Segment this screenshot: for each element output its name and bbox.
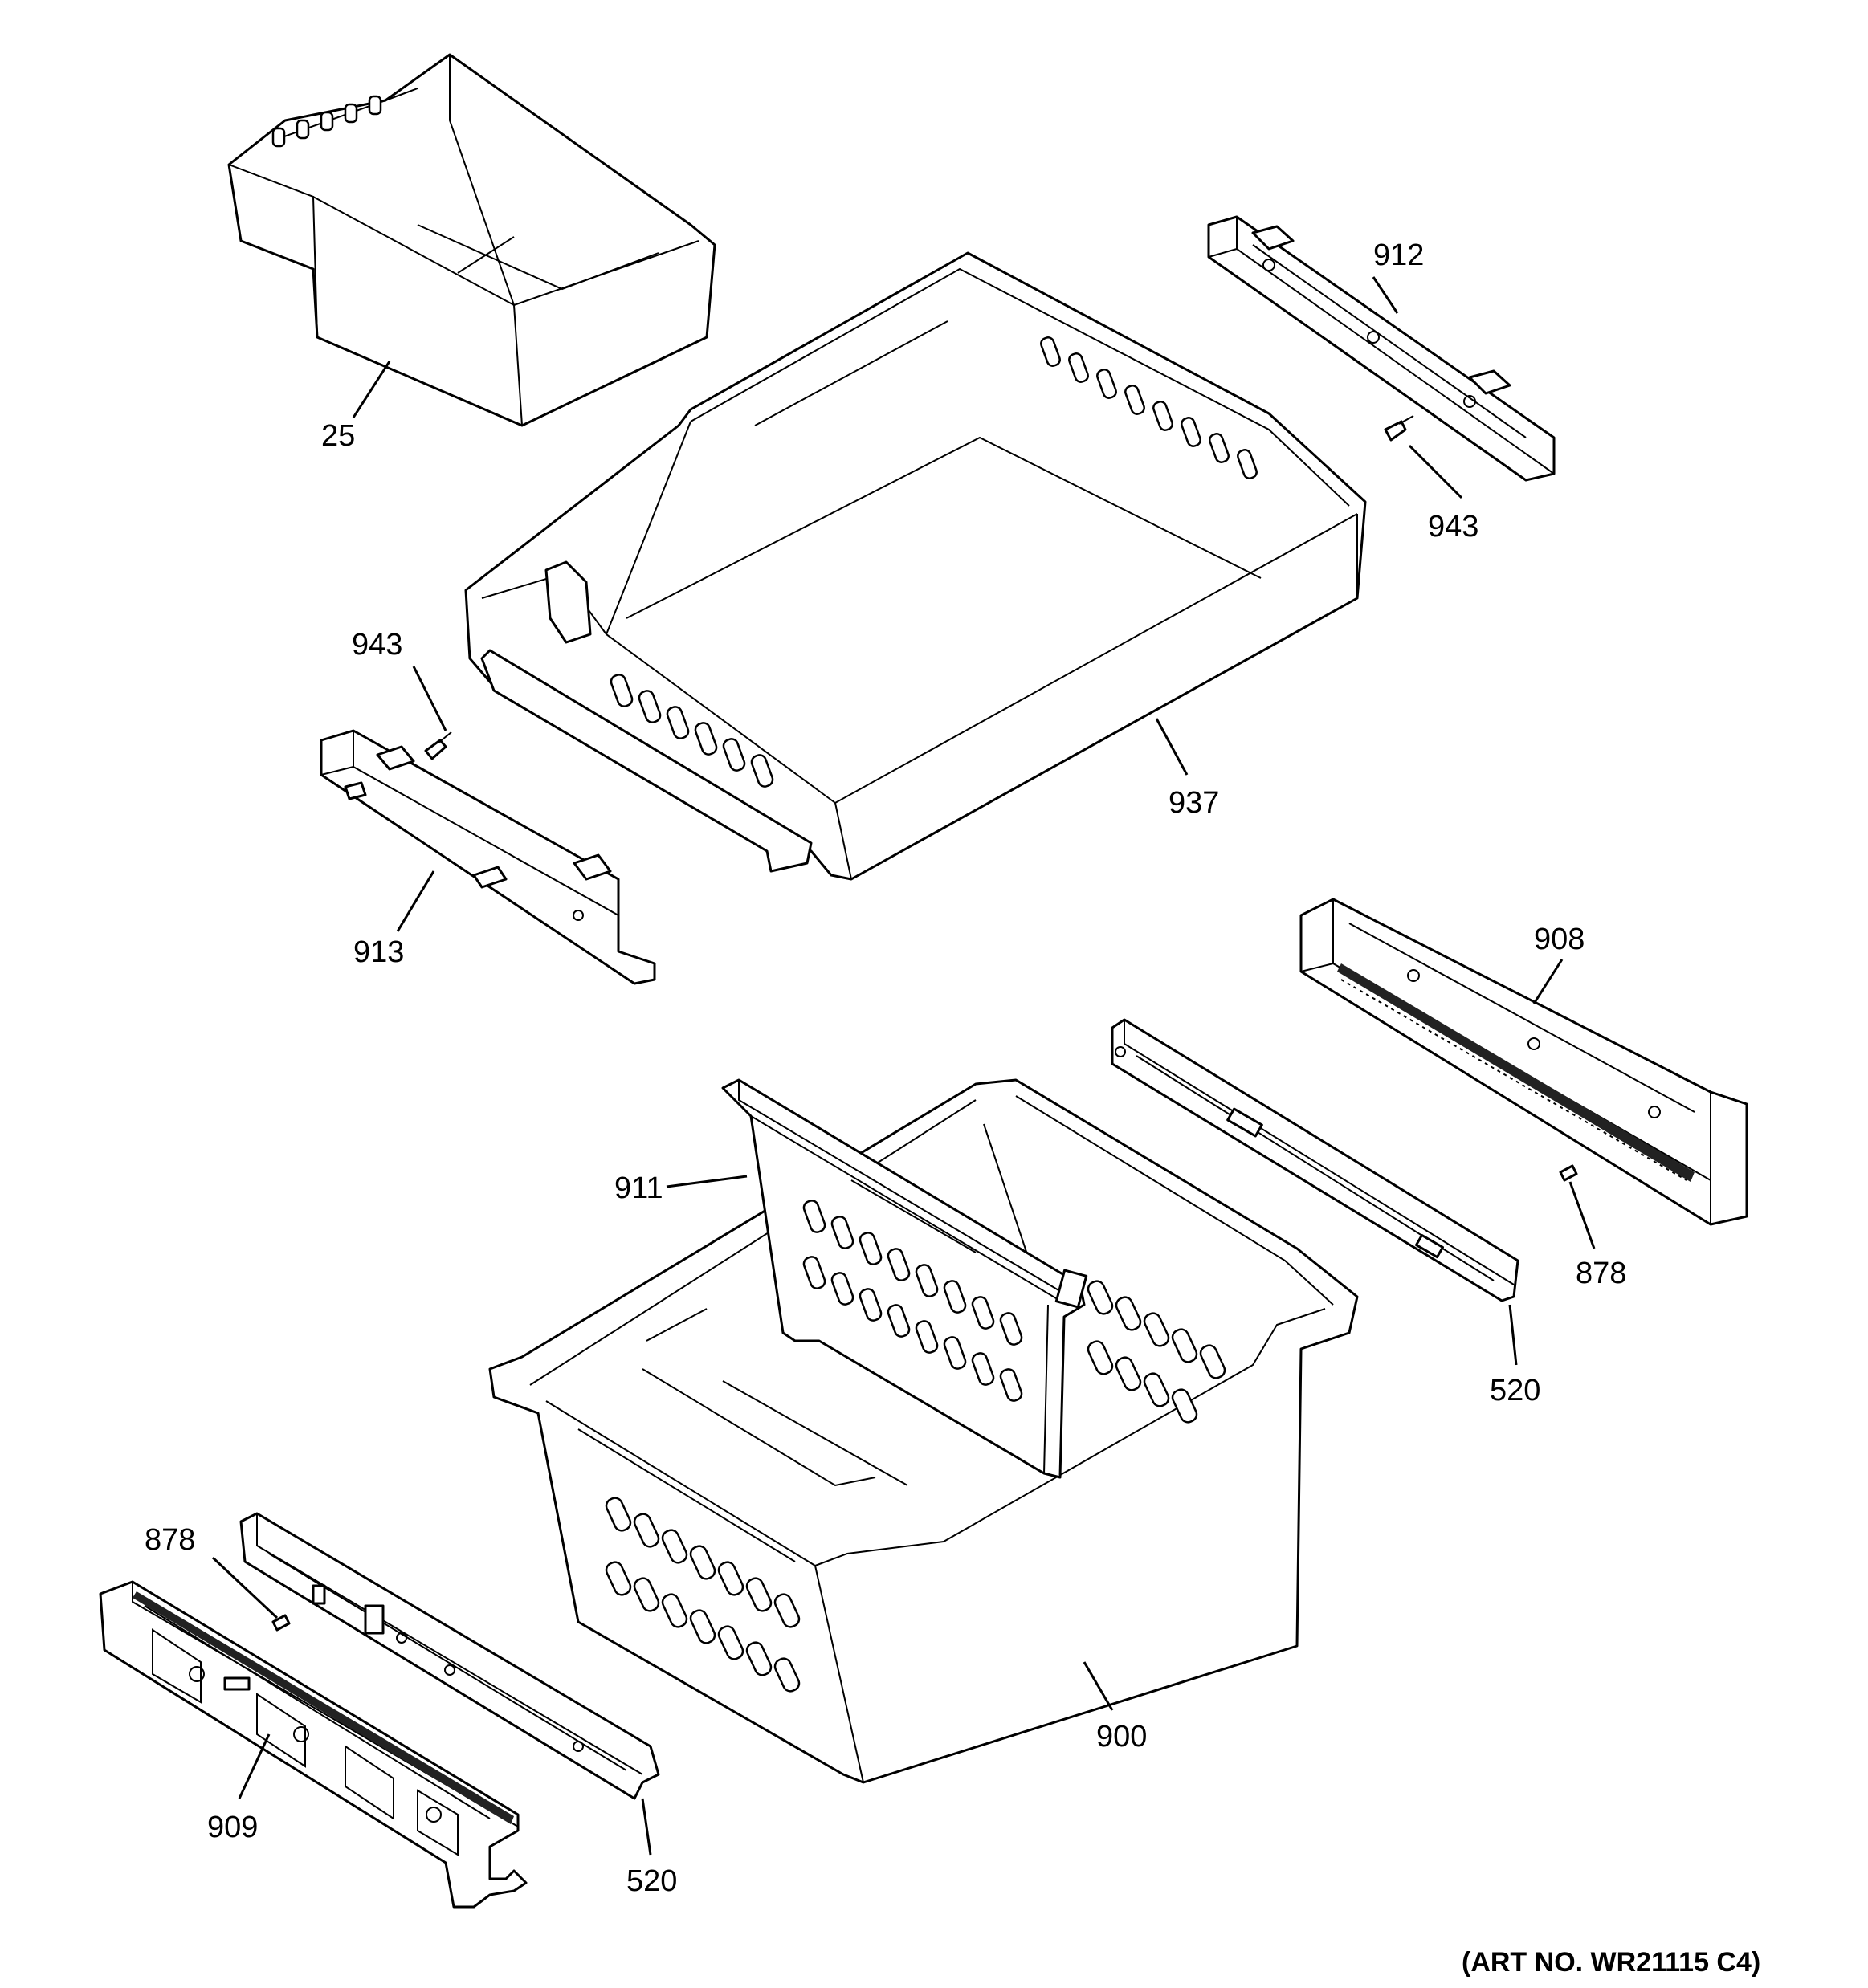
part-943-screw-upper [1384,415,1414,442]
part-878-screw-left [271,1614,291,1632]
callout-913: 913 [353,935,404,969]
callout-909: 909 [207,1811,258,1844]
part-912-rail [1207,215,1556,482]
callout-900: 900 [1096,1720,1147,1754]
callout-943-upper: 943 [1428,510,1478,544]
leader-913 [396,870,435,932]
part-520-slide-left [239,1512,660,1800]
leader-909 [238,1733,271,1799]
part-937-upper-drawer [464,251,1367,881]
callout-908: 908 [1534,923,1585,956]
callout-25: 25 [321,419,355,453]
leader-908 [1532,959,1564,1004]
callout-943-left: 943 [352,628,402,662]
callout-520-right: 520 [1490,1374,1540,1407]
part-520-slide-right [1111,1018,1519,1302]
leader-937 [1155,718,1189,776]
art-number: (ART NO. WR21115 C4) [1462,1947,1760,1978]
part-908-rail [1299,898,1748,1226]
leader-900 [1083,1661,1114,1711]
leader-911 [666,1175,748,1188]
leader-520-right [1508,1304,1518,1366]
part-911-divider [721,1078,1088,1479]
leader-943-upper [1408,444,1463,499]
part-25-ice-bin [227,53,716,427]
callout-878-left: 878 [145,1523,195,1557]
leader-912 [1372,276,1399,314]
part-900-basket [488,1078,1359,1784]
leader-878-right [1568,1181,1596,1249]
leader-878-left [211,1556,279,1619]
callout-911: 911 [614,1171,663,1205]
callout-878-right: 878 [1576,1257,1626,1290]
callout-912: 912 [1373,238,1424,272]
part-909-rail [99,1580,528,1909]
part-913-rail [320,729,656,985]
part-878-screw-right [1559,1164,1578,1182]
leader-25 [352,361,391,418]
leader-943-left [412,666,447,731]
part-943-screw-left [424,731,452,760]
leader-520-left [641,1798,652,1856]
callout-937: 937 [1169,786,1219,820]
callout-520-left: 520 [626,1864,677,1898]
